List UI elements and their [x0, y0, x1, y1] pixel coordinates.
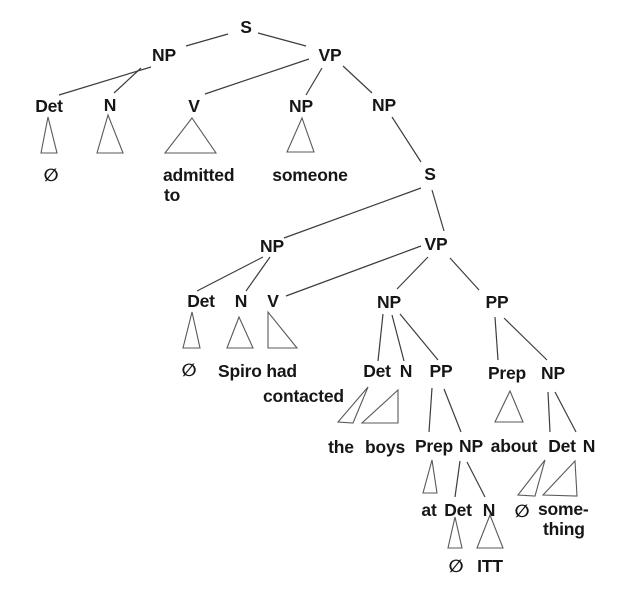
- triangle-n1: [96, 113, 124, 154]
- edge-np5-det3: [377, 313, 384, 362]
- edge-np1-det1: [58, 66, 152, 96]
- word-contacted: contacted: [263, 386, 344, 406]
- edge-np7-det5: [454, 460, 461, 498]
- node-n-spiro: N: [235, 291, 247, 311]
- word-null-3: ∅: [515, 501, 530, 521]
- tree-node-labels: S NP VP Det N V NP NP S NP VP Det N V NP…: [35, 17, 595, 520]
- edge-vp2-np5: [396, 256, 429, 290]
- triangle-det2: [182, 311, 201, 349]
- word-boys: boys: [365, 437, 406, 457]
- node-n-1: N: [104, 95, 116, 115]
- edge-np7-n5: [466, 461, 486, 498]
- word-null-1: ∅: [44, 165, 59, 185]
- node-s-embedded: S: [424, 164, 435, 184]
- node-vp-main: VP: [319, 45, 342, 65]
- edge-s1-vp1: [257, 32, 307, 47]
- triangle-n3: [360, 388, 399, 424]
- triangle-det5: [447, 516, 463, 549]
- node-s-root: S: [240, 17, 251, 37]
- edge-pp2-np7: [443, 388, 462, 433]
- edge-np6-n4: [554, 391, 577, 433]
- node-np-someone: NP: [289, 96, 313, 116]
- edge-vp1-np3: [342, 65, 373, 94]
- node-n-itt: N: [483, 500, 495, 520]
- word-some: some-: [538, 499, 589, 519]
- edge-np5-n3: [391, 314, 405, 362]
- triangle-n4: [541, 459, 578, 497]
- node-det-4: Det: [548, 436, 576, 456]
- triangle-det4: [516, 459, 546, 497]
- edge-np3-s2: [391, 116, 422, 163]
- node-pp-about: PP: [486, 292, 509, 312]
- edge-vp1-v1: [204, 58, 310, 95]
- node-v-contacted: V: [267, 291, 279, 311]
- word-the: the: [328, 437, 354, 457]
- edge-np4-n2: [245, 256, 271, 292]
- node-prep-about: Prep: [488, 363, 526, 383]
- node-det-the: Det: [363, 361, 391, 381]
- node-np-spiro: NP: [260, 236, 284, 256]
- triangle-prep2: [422, 459, 438, 494]
- node-pp-at: PP: [430, 361, 453, 381]
- edge-np1-n1: [113, 67, 142, 94]
- node-det-2: Det: [187, 291, 215, 311]
- triangle-v2: [267, 310, 299, 349]
- word-someone: someone: [272, 165, 348, 185]
- word-at: at: [421, 500, 437, 520]
- node-det-5: Det: [444, 500, 472, 520]
- node-n-boys: N: [400, 361, 412, 381]
- edge-s2-vp2: [431, 189, 445, 232]
- edge-vp2-v2: [285, 245, 422, 297]
- word-admitted: admitted: [163, 165, 234, 185]
- word-null-2: ∅: [182, 360, 197, 380]
- word-to: to: [164, 185, 180, 205]
- node-np-subject: NP: [152, 45, 176, 65]
- edge-np5-pp2: [399, 313, 439, 361]
- edge-np4-det2: [196, 256, 264, 292]
- word-null-4: ∅: [449, 556, 464, 576]
- word-spiro-had: Spiro had: [218, 361, 297, 381]
- tree-edges: [58, 32, 577, 498]
- node-n-something: N: [583, 436, 595, 456]
- triangle-n2: [226, 315, 254, 349]
- edge-vp1-np2: [305, 67, 323, 96]
- triangle-det3: [336, 386, 369, 424]
- node-np-clause: NP: [372, 95, 396, 115]
- triangle-np2: [286, 116, 315, 153]
- edge-pp2-prep2: [428, 387, 433, 433]
- node-det-1: Det: [35, 96, 63, 116]
- word-about: about: [491, 436, 538, 456]
- word-itt: ITT: [477, 556, 503, 576]
- edge-pp1-prep1: [494, 316, 499, 361]
- node-np-something: NP: [541, 363, 565, 383]
- node-prep-at: Prep: [415, 436, 453, 456]
- tree-triangles: [40, 113, 578, 549]
- triangle-n5: [476, 513, 504, 549]
- edge-np6-det4: [547, 391, 551, 433]
- word-thing: thing: [543, 519, 585, 539]
- node-np-itt: NP: [459, 436, 483, 456]
- triangle-prep1: [494, 389, 524, 423]
- edge-pp1-np6: [503, 317, 548, 361]
- edge-s2-np4: [283, 187, 422, 239]
- triangle-v1: [163, 117, 218, 154]
- triangle-det1: [40, 116, 58, 154]
- edge-s1-np1: [185, 33, 229, 47]
- edge-vp2-pp1: [449, 257, 480, 291]
- node-vp-embedded: VP: [425, 234, 448, 254]
- node-np-boys: NP: [377, 292, 401, 312]
- node-v-admitted: V: [188, 96, 200, 116]
- tree-terminal-words: ∅ admitted to someone ∅ Spiro had contac…: [44, 165, 590, 576]
